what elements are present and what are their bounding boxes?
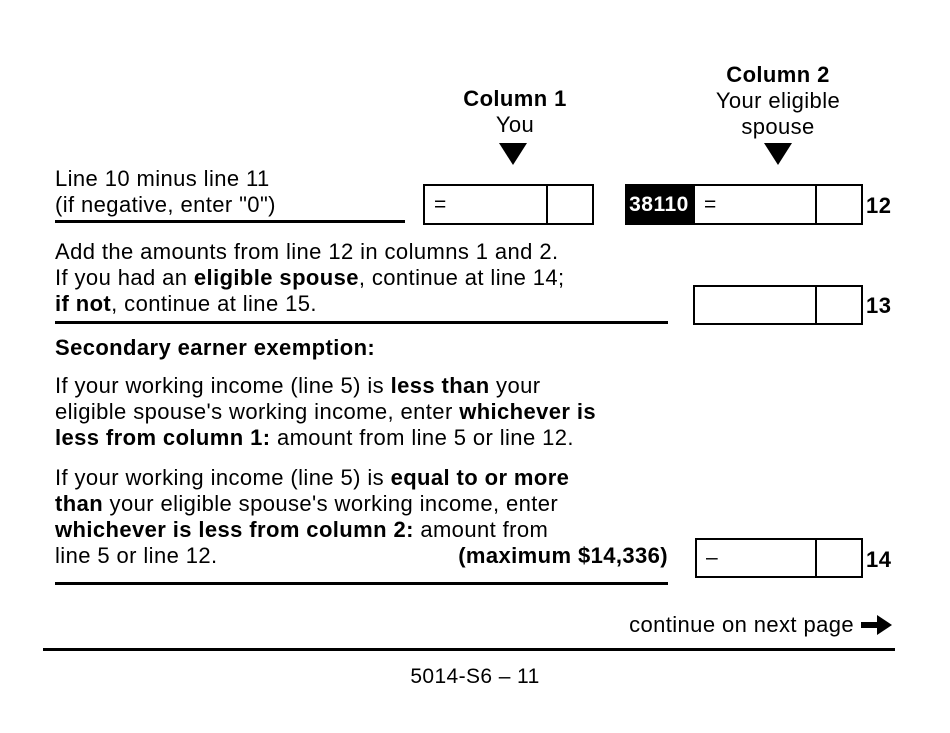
- secondary-earner-para2-wrap: If your working income (line 5) is equal…: [55, 465, 668, 569]
- line13-dollars-field[interactable]: [695, 287, 815, 323]
- line13-underline: [55, 321, 668, 324]
- column2-header: Column 2 Your eligible spouse: [693, 62, 863, 140]
- continue-next-page-note: continue on next page: [629, 612, 893, 638]
- bottom-rule: [43, 648, 895, 651]
- continue-next-page-label: continue on next page: [629, 612, 854, 637]
- column2-subtitle-line2: spouse: [741, 114, 815, 139]
- line12-label: Line 10 minus line 11(if negative, enter…: [55, 166, 276, 217]
- secondary-earner-para1: If your working income (line 5) is less …: [55, 373, 597, 450]
- column1-title: Column 1: [463, 86, 567, 111]
- column1-subtitle: You: [495, 112, 535, 137]
- line14-underline: [55, 582, 668, 585]
- line12-col2-amount-box: =: [693, 184, 863, 225]
- line12-col1-amount-box: =: [423, 184, 594, 225]
- column2-pointer-down-icon: [764, 143, 792, 165]
- line13-instruction: Add the amounts from line 12 in columns …: [55, 239, 565, 316]
- line14-cents-field[interactable]: [815, 540, 861, 576]
- line14-amount-box: –: [695, 538, 863, 578]
- column1-pointer-down-icon: [499, 143, 527, 165]
- line12-col2-cents-field[interactable]: [815, 186, 861, 223]
- column1-header: Column 1 You: [430, 86, 600, 138]
- column2-title: Column 2: [726, 62, 830, 87]
- line14-dollars-field[interactable]: –: [697, 540, 815, 576]
- line13-cents-field[interactable]: [815, 287, 861, 323]
- line13-amount-box: [693, 285, 863, 325]
- arrow-right-icon: [861, 615, 892, 635]
- equals-sign: =: [704, 192, 717, 216]
- equals-sign: =: [434, 192, 447, 216]
- line12-col1-dollars-field[interactable]: =: [425, 186, 546, 223]
- secondary-earner-heading: Secondary earner exemption:: [55, 335, 376, 360]
- minus-sign: –: [706, 546, 719, 569]
- maximum-amount-label: (maximum $14,336): [458, 543, 668, 568]
- secondary-earner-para2: If your working income (line 5) is equal…: [55, 465, 570, 568]
- line14-number: 14: [866, 547, 892, 572]
- line13-number: 13: [866, 293, 892, 318]
- line12-field-code: 38110: [629, 192, 689, 216]
- line12-col1-cents-field[interactable]: [546, 186, 592, 223]
- column2-subtitle-line1: Your eligible: [715, 88, 841, 113]
- line12-number: 12: [866, 193, 892, 218]
- line12-col2-dollars-field[interactable]: =: [695, 186, 815, 223]
- page-id: 5014-S6 – 11: [410, 665, 540, 688]
- line12-field-code-tag: 38110: [625, 184, 693, 225]
- line12-underline: [55, 220, 405, 223]
